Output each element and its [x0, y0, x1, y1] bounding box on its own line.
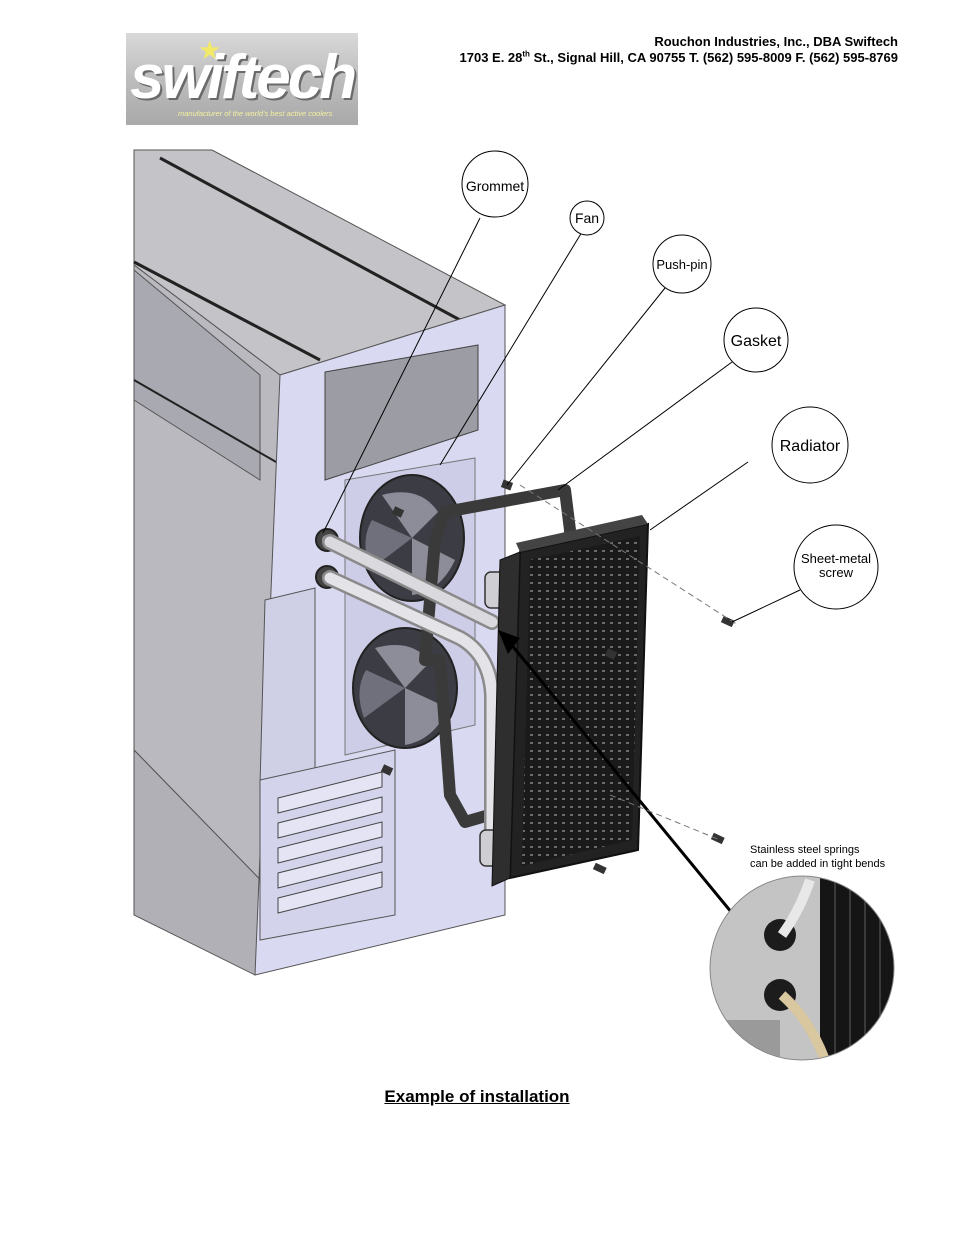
- swiftech-logo: ★ swiftech manufacturer of the world's b…: [126, 33, 358, 125]
- tubing: [322, 534, 500, 838]
- logo-wordmark: swiftech: [130, 43, 357, 112]
- computer-case: [133, 149, 507, 976]
- callout-screw: screw: [819, 565, 854, 580]
- callout-push-pin: Push-pin: [656, 257, 707, 272]
- star-icon: ★: [198, 35, 222, 65]
- callout-gasket: Gasket: [731, 333, 782, 350]
- callout-sheet-metal: Sheet-metal: [801, 551, 871, 566]
- company-address: 1703 E. 28th St., Signal Hill, CA 90755 …: [459, 49, 899, 65]
- detail-photo-inset: [709, 875, 895, 1061]
- note-line-1: Stainless steel springs: [750, 844, 860, 856]
- detail-arrow: [508, 642, 734, 914]
- installation-diagram: Grommet Fan Push-pin Gasket Radiator She…: [133, 149, 895, 1061]
- callout-circles: [461, 150, 879, 610]
- callout-radiator: Radiator: [780, 438, 841, 455]
- callout-leaders: [322, 217, 801, 623]
- figure-caption: Example of installation: [384, 1087, 570, 1106]
- company-info: Rouchon Industries, Inc., DBA Swiftech 1…: [460, 34, 899, 66]
- note-line-2: can be added in tight bends: [750, 858, 886, 870]
- callout-grommet: Grommet: [466, 178, 524, 194]
- company-name: Rouchon Industries, Inc., DBA Swiftech: [654, 34, 898, 49]
- radiator: [491, 515, 650, 887]
- alignment-lines: [519, 484, 739, 841]
- callout-fan: Fan: [575, 210, 599, 226]
- logo-tagline: manufacturer of the world's best active …: [178, 109, 333, 118]
